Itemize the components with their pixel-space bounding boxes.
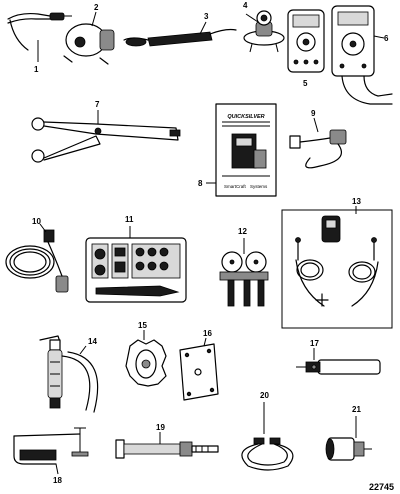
item-17-driver-tube	[296, 348, 381, 375]
item-5-multimeter	[287, 9, 325, 73]
callout-6: 6	[384, 34, 389, 43]
box-footer-right: Systems	[250, 184, 268, 189]
callout-14: 14	[88, 337, 97, 346]
callout-5: 5	[303, 79, 308, 88]
callout-13: 13	[352, 197, 361, 206]
item-4-gauge-adapter	[243, 10, 285, 53]
item-12-manifold-gauge	[219, 238, 269, 307]
item-14-fuel-pump	[39, 335, 99, 413]
callout-16: 16	[203, 329, 212, 338]
figure-id-code: 22745	[369, 482, 394, 492]
item-8-diagnostic-kit: QUICKSILVER SmartCraft Systems	[206, 103, 277, 197]
callout-12: 12	[238, 227, 247, 236]
item-11-fitting-kit	[85, 226, 187, 303]
item-7-spanner-wrench	[31, 110, 181, 163]
callout-9: 9	[311, 109, 316, 118]
item-18-c-clamp	[13, 427, 89, 475]
item-3-brush-tool	[123, 21, 237, 47]
callout-18: 18	[53, 476, 62, 485]
callout-20: 20	[260, 391, 269, 400]
callout-11: 11	[125, 215, 134, 224]
item-10-coiled-harness	[5, 223, 69, 293]
item-20-test-leads	[241, 402, 294, 471]
callout-15: 15	[138, 321, 147, 330]
callout-1: 1	[34, 65, 39, 74]
callout-3: 3	[204, 12, 209, 21]
item-15-filter-wrench	[125, 330, 167, 387]
callout-4: 4	[243, 1, 248, 10]
item-19-pin-driver	[115, 432, 219, 459]
callout-7: 7	[95, 100, 100, 109]
box-brand: QUICKSILVER	[227, 114, 264, 120]
callout-8: 8	[198, 179, 203, 188]
item-21-connector-plug	[325, 416, 372, 461]
item-2-adapter-block	[63, 11, 115, 65]
item-9-data-cable	[289, 117, 347, 169]
box-footer-left: SmartCraft	[224, 184, 247, 189]
item-16-mounting-plate	[179, 337, 219, 401]
callout-17: 17	[310, 339, 319, 348]
callout-10: 10	[32, 217, 41, 226]
callout-21: 21	[352, 405, 361, 414]
item-13-tester-kit	[281, 206, 393, 329]
callout-19: 19	[156, 423, 165, 432]
callout-2: 2	[94, 3, 99, 12]
item-6-multimeter-leads	[331, 5, 393, 105]
item-1-probe-wire	[7, 12, 72, 62]
